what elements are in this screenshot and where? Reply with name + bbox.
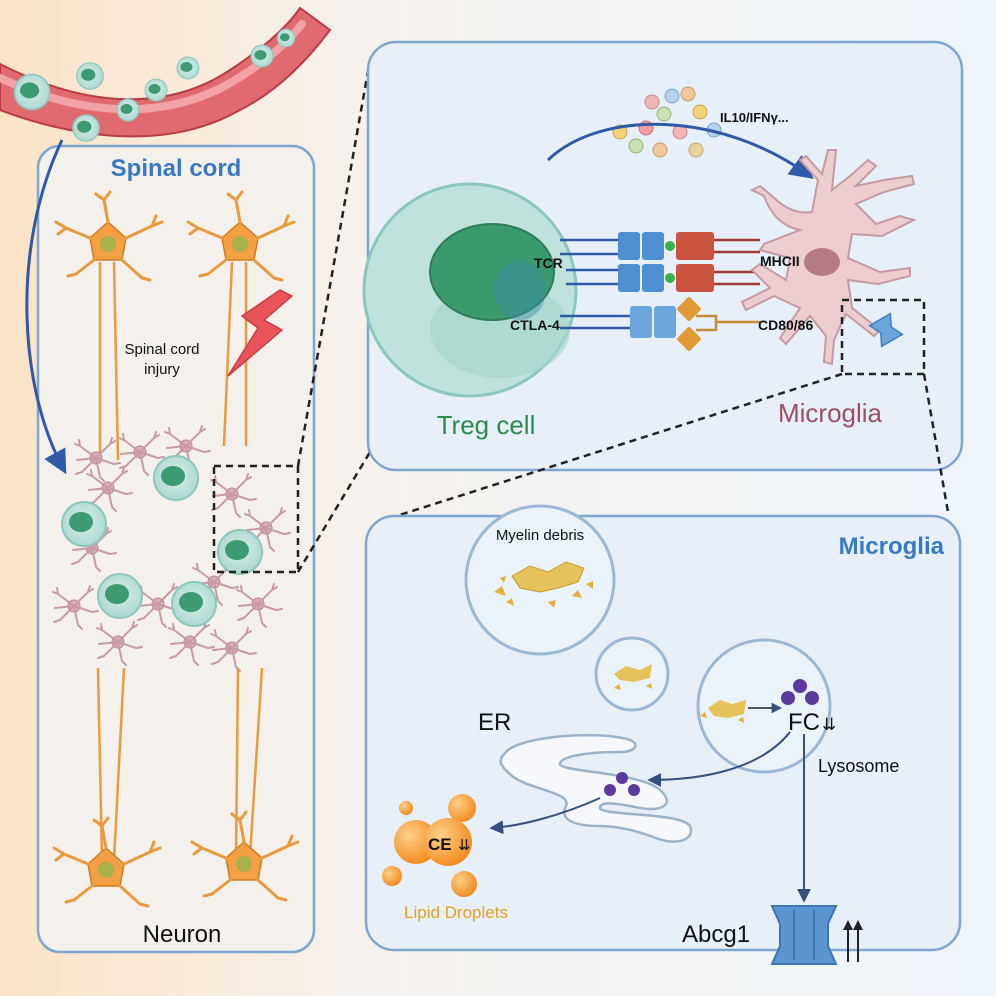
abcg1-channel-small-icon <box>868 312 904 348</box>
lower-neurons <box>52 667 300 908</box>
tcr-label: TCR <box>534 255 563 271</box>
cytokine-label: IL10/IFNγ... <box>720 110 789 125</box>
cytokine-arrow <box>546 122 814 179</box>
lipid-droplets-label: Lipid Droplets <box>404 903 508 922</box>
lipid-droplets <box>382 794 477 897</box>
upregulation-arrows-icon <box>843 920 863 962</box>
microglia-upper-label: Microglia <box>778 398 883 428</box>
abcg1-label: Abcg1 <box>682 921 750 948</box>
endoplasmic-reticulum <box>499 733 693 843</box>
injury-label-line2: injury <box>144 361 180 378</box>
neuron-label: Neuron <box>143 921 222 948</box>
migration-arrow <box>25 139 67 475</box>
ce-down-arrows: ⇊ <box>458 837 471 854</box>
fc-label: FC <box>788 709 820 736</box>
zoom-line-top <box>296 59 372 467</box>
injury-label-line1: Spinal cord <box>124 341 199 358</box>
ce-label: CE <box>428 835 452 854</box>
treg-label: Treg cell <box>437 410 536 440</box>
abcg1-transporter-icon <box>770 905 838 965</box>
receptor-complex <box>560 232 760 351</box>
injury-bolt-icon <box>227 289 294 377</box>
spinal-cord-title: Spinal cord <box>111 155 242 182</box>
lesion-zoom-box <box>212 464 300 574</box>
fc-to-er-arrow <box>647 731 791 787</box>
myelin-debris-label: Myelin debris <box>496 527 584 544</box>
small-debris-vesicle <box>594 636 670 712</box>
microglia-cell <box>740 149 917 366</box>
cd8086-label: CD80/86 <box>758 317 813 333</box>
mhcii-label: MHCII <box>760 253 800 269</box>
er-to-ce-arrow <box>489 797 601 835</box>
microglia-lower-title: Microglia <box>839 533 945 560</box>
lysosome <box>696 638 832 774</box>
zoom-line-left <box>383 372 843 522</box>
fc-down-arrows: ⇊ <box>822 715 836 734</box>
microglia-zoom-box <box>840 298 926 376</box>
blood-vessel <box>0 6 332 142</box>
treg-cell <box>362 182 578 398</box>
ctla4-label: CTLA-4 <box>510 317 560 333</box>
myelin-debris-vesicle <box>464 504 616 656</box>
lysosome-label: Lysosome <box>818 756 899 776</box>
er-label: ER <box>478 709 511 736</box>
